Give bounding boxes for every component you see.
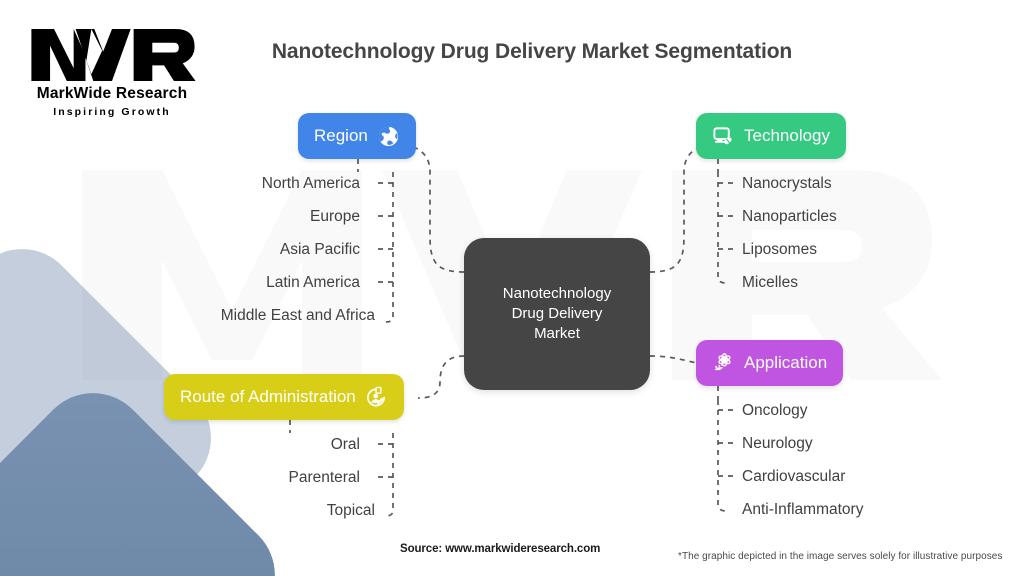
leaf-route-2: Topical [326, 502, 375, 519]
leaf-route-1: Parenteral [288, 469, 360, 486]
leaf-region-4: Middle East and Africa [220, 307, 375, 324]
connector-technology-spine [717, 172, 727, 284]
leaf-technology-1: Nanoparticles [742, 208, 837, 225]
branch-pill-region[interactable]: Region [298, 113, 416, 159]
leaf-technology-2: Liposomes [742, 241, 817, 258]
leaf-application-1: Neurology [742, 435, 813, 452]
central-node-line-2: Drug Delivery [511, 305, 603, 322]
connector-application-spine [717, 400, 727, 512]
source-label: Source: www.markwideresearch.com [400, 543, 601, 555]
branch-label-application: Application [744, 353, 828, 372]
branch-label-route-of-administration: Route of Administration [180, 387, 356, 406]
brand-logo: MarkWide Research Inspiring Growth [22, 26, 202, 122]
branch-pill-route-of-administration[interactable]: Route of Administration [164, 374, 404, 420]
leaf-region-1: Europe [310, 208, 360, 225]
logo-company-name: MarkWide Research [36, 85, 188, 102]
connector-center-route [417, 355, 465, 399]
leaf-application-2: Cardiovascular [742, 468, 846, 485]
branch-label-region: Region [314, 126, 368, 145]
monitor-pill-icon [713, 126, 732, 144]
page-title: Nanotechnology Drug Delivery Market Segm… [271, 40, 793, 63]
leaf-region-3: Latin America [266, 274, 360, 291]
leaf-region-2: Asia Pacific [279, 241, 360, 258]
mwr-monogram-icon [31, 28, 196, 82]
branch-label-technology: Technology [744, 126, 831, 145]
connector-center-region [391, 141, 465, 273]
leaf-application-0: Oncology [742, 402, 808, 419]
globe-icon [378, 126, 398, 146]
logo-tagline: Inspiring Growth [53, 106, 171, 118]
branch-pill-application[interactable]: Application [696, 340, 844, 386]
disclaimer-label: *The graphic depicted in the image serve… [678, 551, 1003, 562]
patient-profile-icon [366, 386, 385, 406]
connector-route-spine [385, 433, 394, 517]
central-node-label: Nanotechnology Drug Delivery Market [503, 284, 611, 344]
central-node: Nanotechnology Drug Delivery Market [464, 238, 650, 390]
central-node-line-1: Nanotechnology [502, 285, 612, 302]
leaf-route-0: Oral [330, 436, 360, 453]
leaf-region-0: North America [261, 175, 360, 192]
branch-pill-technology[interactable]: Technology [696, 113, 847, 159]
leaf-technology-0: Nanocrystals [742, 175, 832, 192]
central-node-line-3: Market [534, 325, 580, 342]
atom-icon [714, 352, 731, 370]
leaf-technology-3: Micelles [742, 274, 798, 291]
connector-region-spine [385, 172, 394, 323]
connector-center-technology [649, 141, 719, 273]
leaf-application-3: Anti-Inflammatory [742, 501, 864, 518]
